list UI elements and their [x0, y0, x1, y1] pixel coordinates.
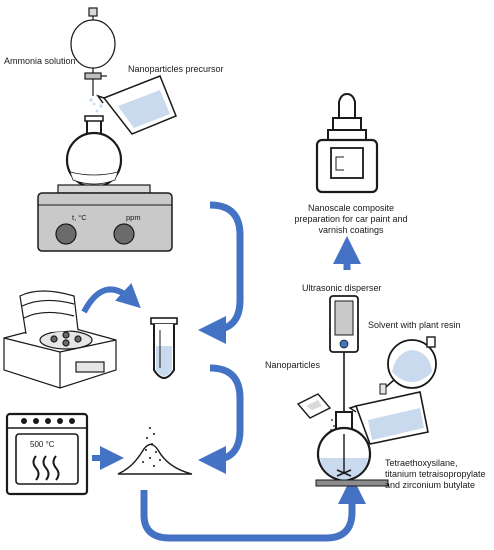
- ultrasonic-disperser-icon: [329, 295, 359, 448]
- reagents-label-line3: and zirconium butylate: [385, 480, 476, 490]
- separatory-funnel-icon: [70, 7, 116, 96]
- curved-arrow-centrifuge-to-tube: [81, 283, 141, 314]
- nanoparticles-label: Nanoparticles: [265, 360, 321, 370]
- test-tube-icon: [150, 317, 178, 379]
- ammonia-solution-label: Ammonia solution: [4, 56, 76, 66]
- ultrasonic-disperser-label: Ultrasonic disperser: [302, 283, 382, 293]
- reagents-label-line2: titanium tetraisopropylate: [385, 469, 486, 479]
- falling-drops-icon: [89, 98, 96, 106]
- round-bottom-flask-icon: [65, 115, 123, 189]
- oven-temp-label: 500 °C: [30, 440, 55, 449]
- stirrer-temp-label: t, °C: [72, 213, 87, 222]
- nanoparticles-precursor-label: Nanoparticles precursor: [128, 64, 224, 74]
- dropper-bottle-icon: [315, 92, 379, 194]
- stirrer-ppm-label: ppm: [126, 213, 141, 222]
- furnace-icon: [5, 412, 89, 496]
- solvent-plant-resin-label: Solvent with plant resin: [368, 320, 461, 330]
- composite-label-line2: preparation for car paint and: [294, 214, 408, 224]
- powder-pile-icon: [117, 427, 193, 475]
- arrow-stirrer-to-centrifuge: [198, 201, 244, 344]
- composite-label-line3: varnish coatings: [318, 225, 384, 235]
- centrifuge-icon: [3, 290, 117, 389]
- composite-label-line1: Nanoscale composite: [307, 203, 395, 213]
- arrow-tube-to-oven: [198, 364, 244, 474]
- reaction-flask-icon: [315, 411, 389, 487]
- pouring-beaker-right-icon: [348, 391, 429, 445]
- weighing-boat-icon: [296, 393, 335, 431]
- magnetic-stirrer-icon: [37, 184, 173, 252]
- solvent-funnel-icon: [379, 336, 437, 395]
- arrow-oven-to-disperser: [140, 476, 366, 542]
- reagents-label: Tetraethoxysilane, titanium tetraisoprop…: [385, 458, 486, 491]
- pouring-beaker-icon: [95, 75, 177, 135]
- reagents-label-line1: Tetraethoxysilane,: [385, 458, 458, 468]
- composite-label: Nanoscale composite preparation for car …: [288, 203, 414, 236]
